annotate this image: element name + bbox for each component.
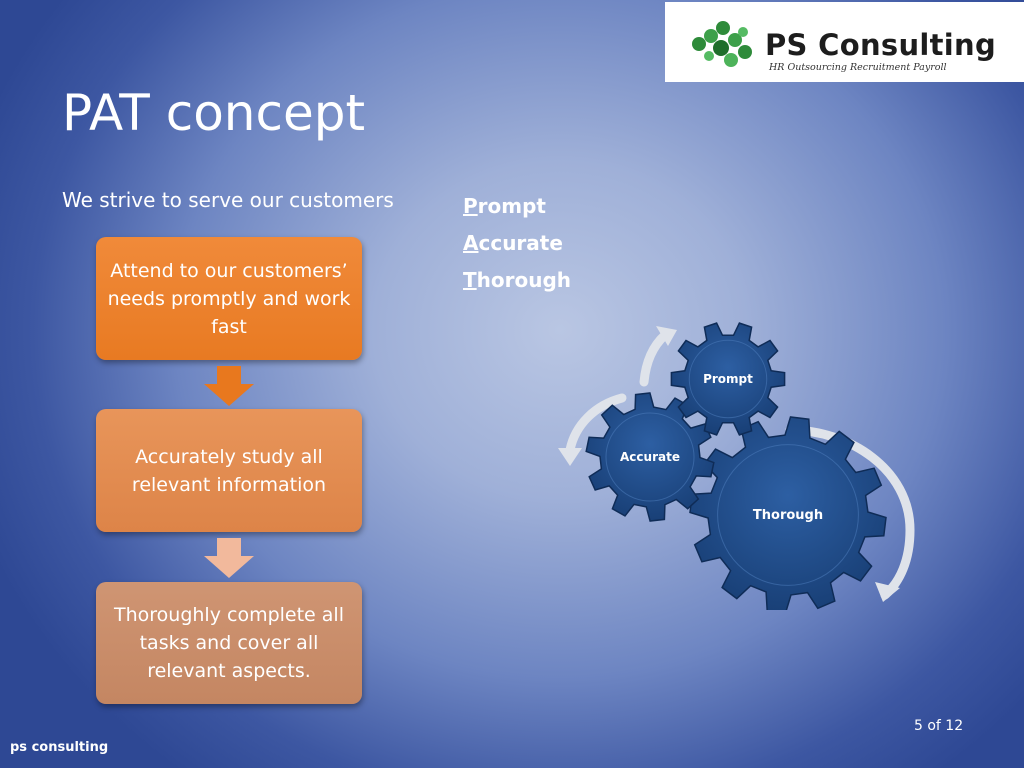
logo-tagline: HR Outsourcing Recruitment Payroll	[769, 62, 947, 73]
gear-shape	[670, 322, 786, 436]
gear-rim	[605, 412, 695, 502]
gear-shape	[585, 392, 715, 522]
intro-text: We strive to serve our customers	[62, 188, 394, 212]
footer-text: ps consulting	[10, 740, 109, 755]
cycle-arrow-head-icon	[656, 326, 677, 346]
cycle-arrow-head-icon	[875, 582, 900, 602]
process-step-prompt: Attend to our customers’ needs promptly …	[96, 237, 362, 360]
gear-rim	[688, 339, 768, 419]
process-step-thorough: Thoroughly complete all tasks and cover …	[96, 582, 362, 704]
cycle-arrow-head-icon	[558, 448, 582, 466]
gear-rim	[717, 444, 859, 586]
cycle-arrow-icon	[639, 330, 670, 387]
gear-shape	[689, 416, 887, 610]
gear-label-prompt: Prompt	[703, 372, 753, 386]
gears-diagram: Prompt Accurate Thorough	[558, 322, 915, 610]
logo-name: PS Consulting	[765, 28, 997, 62]
cycle-arrow-icon	[565, 393, 627, 455]
pat-item-prompt: Prompt	[463, 194, 546, 218]
gear-thorough	[689, 416, 887, 610]
pat-item-accurate: Accurate	[463, 231, 563, 255]
gear-label-thorough: Thorough	[753, 508, 823, 523]
gear-label-accurate: Accurate	[620, 450, 680, 464]
logo-banner: PS Consulting HR Outsourcing Recruitment…	[665, 2, 1024, 82]
gear-prompt	[670, 322, 786, 436]
logo-mark-icon	[692, 21, 752, 67]
slide-title: PAT concept	[62, 84, 366, 142]
page-number: 5 of 12	[914, 718, 964, 734]
process-step-accurate: Accurately study all relevant informatio…	[96, 409, 362, 532]
pat-item-thorough: Thorough	[463, 268, 572, 292]
down-arrow-icon	[204, 366, 254, 406]
gear-accurate	[585, 392, 715, 522]
down-arrow-icon	[204, 538, 254, 578]
pat-list: Prompt Accurate Thorough	[463, 188, 571, 299]
